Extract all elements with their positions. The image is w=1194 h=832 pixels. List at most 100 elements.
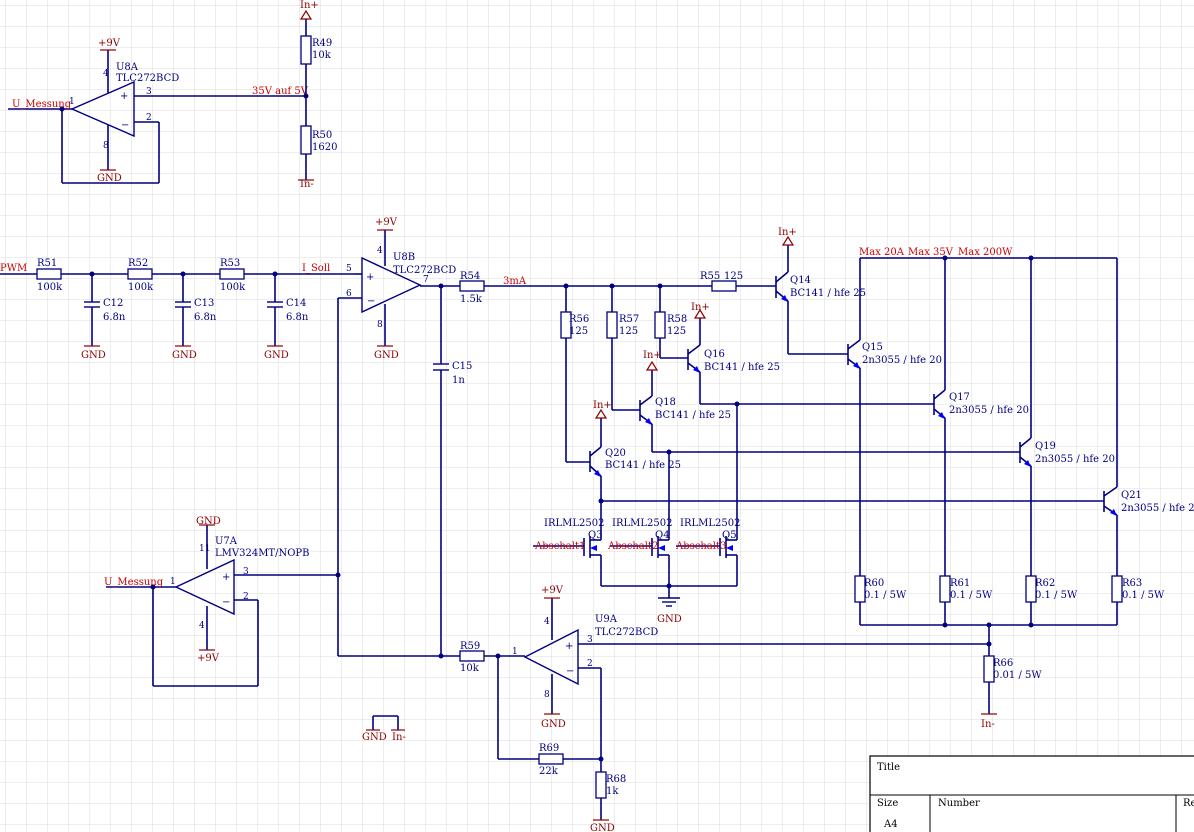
- mosfet-section: IRLML2502 IRLML2502 IRLML2502 Q3 Q4 Q5 A…: [533, 518, 740, 625]
- net-abschalt1: Abschalt1: [534, 541, 585, 552]
- resistor-r54[interactable]: [459, 280, 485, 292]
- net-i-soll: I_Soll: [302, 263, 330, 274]
- resistor-r69[interactable]: [538, 753, 564, 765]
- c13-value: 6.8n: [194, 312, 217, 323]
- u8b-minus-sign: −: [367, 296, 375, 307]
- opamp-u8a-symbol[interactable]: [70, 80, 135, 138]
- r58-value: 125: [667, 326, 686, 337]
- resistor-r63[interactable]: [1111, 575, 1123, 603]
- opamp-u8b-symbol[interactable]: [361, 256, 422, 314]
- q3-ref[interactable]: Q3: [588, 530, 603, 541]
- c12-value: 6.8n: [103, 312, 126, 323]
- resistor-r56[interactable]: [560, 311, 572, 339]
- q16-value: BC141 / hfe 25: [704, 362, 780, 373]
- u8a-plus-sign: +: [120, 91, 128, 102]
- resistor-r49[interactable]: [300, 35, 312, 65]
- u7a-pin-3: 3: [243, 567, 249, 577]
- q21-value: 2n3055 / hfe 20: [1121, 503, 1194, 514]
- u9a-ref: U9A: [595, 614, 618, 625]
- u8a-ref: U8A: [116, 62, 139, 73]
- u7a-pin-4: 4: [199, 621, 205, 631]
- r52-ref: R52: [128, 258, 148, 269]
- r59-value: 10k: [460, 663, 480, 674]
- r55-ref: R55: [700, 271, 720, 282]
- c14-gnd: GND: [264, 350, 289, 361]
- q19-ref[interactable]: Q19: [1035, 441, 1056, 452]
- resistor-r59[interactable]: [459, 650, 485, 662]
- q21-ref[interactable]: Q21: [1121, 490, 1142, 501]
- q20-ref[interactable]: Q20: [605, 448, 626, 459]
- net-max-20a: Max 20A: [859, 247, 905, 258]
- r62-ref: R62: [1035, 578, 1055, 589]
- r68-value: 1k: [606, 786, 619, 797]
- q14-ref[interactable]: Q14: [790, 275, 811, 286]
- resistor-r55[interactable]: [711, 280, 737, 292]
- r56-ref: R56: [569, 314, 589, 325]
- net-u-messung-bottom: U_Messung: [104, 577, 164, 588]
- u8a-supply-9v: +9V: [98, 38, 121, 49]
- u8b-value: TLC272BCD: [393, 265, 456, 276]
- q5-ref[interactable]: Q5: [722, 530, 737, 541]
- u8a-pin-3: 3: [146, 87, 152, 97]
- resistor-r68[interactable]: [595, 771, 607, 799]
- net-max-35v: Max 35V: [908, 247, 954, 258]
- r49-ref: R49: [312, 38, 332, 49]
- u8b-gnd: GND: [374, 350, 399, 361]
- r56-value: 125: [569, 326, 588, 337]
- opamp-u7a-symbol[interactable]: [174, 558, 235, 616]
- u9a-supply-9v: +9V: [541, 585, 564, 596]
- r66-value: 0.01 / 5W: [993, 670, 1042, 681]
- r66-in-minus: In-: [981, 719, 995, 730]
- u7a-pin-11: 11: [199, 544, 210, 554]
- r63-ref: R63: [1122, 578, 1142, 589]
- q18-ref[interactable]: Q18: [655, 397, 676, 408]
- q4-ref[interactable]: Q4: [655, 530, 670, 541]
- u7a-pin-1: 1: [170, 577, 176, 587]
- resistor-r58[interactable]: [654, 311, 666, 339]
- q14-in-plus-arrow: [781, 235, 795, 246]
- u7a-gnd: GND: [196, 516, 221, 527]
- q16-ref[interactable]: Q16: [704, 349, 725, 360]
- c15-value: 1n: [452, 375, 465, 386]
- u8a-gnd: GND: [97, 173, 122, 184]
- driver-network: R55 125 R56 125 R57 125 R58 125 In+ Q14 …: [560, 227, 1104, 540]
- u8a-section: U8A TLC272BCD + − 4 8 3 2 1 +9V GND U_Me…: [8, 0, 337, 190]
- r51-ref: R51: [37, 258, 57, 269]
- resistor-r51[interactable]: [36, 268, 62, 280]
- u8b-pin-8: 8: [377, 320, 383, 330]
- title-label: Title: [877, 762, 900, 773]
- c12-ref: C12: [103, 298, 123, 309]
- tie-gnd: GND: [362, 732, 387, 743]
- r50-ref: R50: [312, 130, 332, 141]
- resistor-r50[interactable]: [300, 125, 312, 155]
- q19-value: 2n3055 / hfe 20: [1035, 454, 1115, 465]
- q14-in-plus: In+: [778, 227, 797, 238]
- u8b-pin-7: 7: [423, 275, 429, 285]
- q15-value: 2n3055 / hfe 20: [862, 355, 942, 366]
- u9a-plus-sign: +: [565, 641, 573, 652]
- opamp-u9a-symbol[interactable]: [523, 628, 579, 686]
- gnd-in-minus-tie: GND In-: [362, 715, 406, 743]
- size-label: Size: [877, 798, 898, 809]
- q16-in-plus-arrow: [693, 308, 707, 319]
- q17-ref[interactable]: Q17: [949, 392, 970, 403]
- r58-ref: R58: [667, 314, 687, 325]
- r61-value: 0.1 / 5W: [950, 590, 993, 601]
- q18-value: BC141 / hfe 25: [655, 410, 731, 421]
- resistor-r53[interactable]: [219, 268, 245, 280]
- q15-ref[interactable]: Q15: [862, 342, 883, 353]
- q17-value: 2n3055 / hfe 20: [949, 405, 1029, 416]
- resistor-r57[interactable]: [606, 311, 618, 339]
- q16-in-plus: In+: [691, 302, 710, 313]
- u9a-pin-3: 3: [587, 635, 593, 645]
- u7a-plus-sign: +: [222, 572, 230, 583]
- u8b-section: U8B TLC272BCD + − 5 6 7 4 8 +9V GND R54 …: [337, 217, 566, 656]
- resistor-r61[interactable]: [939, 575, 951, 603]
- q20-in-plus: In+: [593, 400, 612, 411]
- resistor-r52[interactable]: [127, 268, 153, 280]
- u9a-pin-2: 2: [587, 659, 593, 669]
- u9a-value: TLC272BCD: [595, 627, 658, 638]
- c14-ref: C14: [286, 298, 306, 309]
- c12-gnd: GND: [81, 350, 106, 361]
